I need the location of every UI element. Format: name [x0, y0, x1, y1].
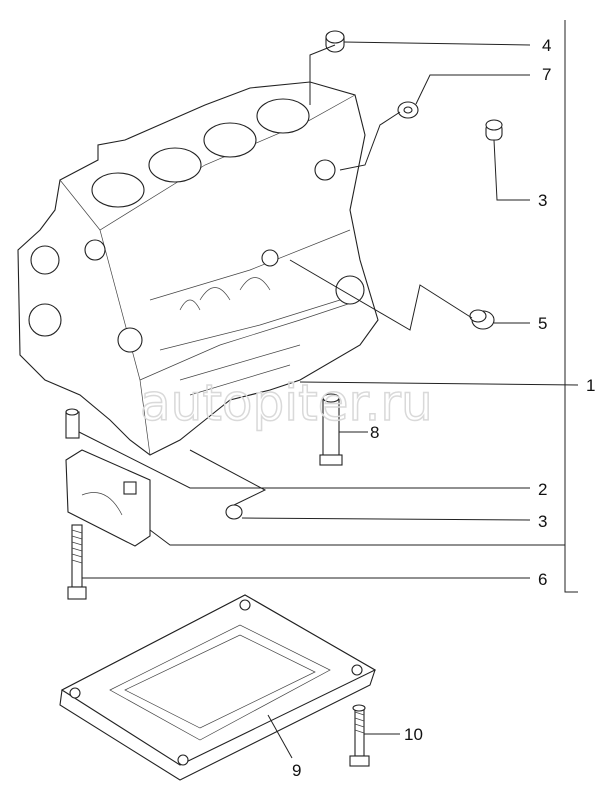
part-bearing-cap	[65, 449, 151, 547]
callout-4: 4	[542, 36, 551, 55]
part-plug-4	[325, 30, 345, 53]
callout-7: 7	[542, 65, 551, 84]
part-dowel-2	[65, 408, 80, 439]
part-plug-3-top	[485, 119, 503, 141]
part-sleeve-8	[319, 393, 343, 466]
part-bushing-7	[397, 101, 419, 119]
part-bolt-10	[349, 704, 370, 767]
cylinder-block	[17, 81, 379, 456]
group-bracket	[564, 20, 578, 593]
part-bolt-6	[67, 524, 87, 600]
callout-9: 9	[292, 761, 301, 780]
callout-5: 5	[538, 314, 547, 333]
callout-3: 3	[538, 191, 547, 210]
callout-1: 1	[586, 376, 595, 395]
callout-3-lower: 3	[538, 512, 547, 531]
callout-10: 10	[404, 725, 423, 744]
callout-8: 8	[370, 423, 379, 442]
part-plug-3-bottom	[225, 504, 243, 520]
callout-2: 2	[538, 480, 547, 499]
callout-6: 6	[538, 570, 547, 589]
watermark: autopiter.ru	[140, 374, 433, 432]
part-gasket-9	[59, 594, 377, 781]
part-plug-5	[469, 309, 495, 330]
